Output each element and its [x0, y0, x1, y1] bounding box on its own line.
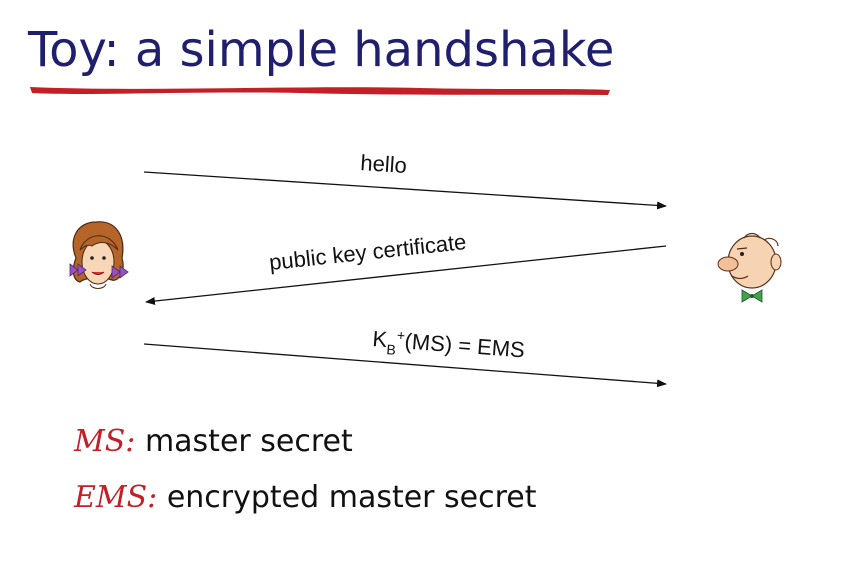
message-label-hello: hello [360, 150, 408, 178]
alice-avatar-icon [69, 221, 129, 289]
definition-term-ms: MS: [74, 424, 136, 459]
slide-title: Toy: a simple handshake [28, 22, 615, 78]
ems-label-base: K [372, 326, 389, 352]
definition-term-ems: EMS: [74, 480, 158, 515]
message-label-certificate: public key certificate [268, 229, 468, 275]
definition-ms: MS: master secret [74, 424, 353, 459]
definition-text-ems: encrypted master secret [166, 480, 537, 515]
message-arrow-hello [143, 171, 667, 210]
ems-label-rest: (MS) = EMS [404, 328, 526, 362]
ems-label-superscript: + [396, 327, 405, 344]
message-label-ems: KB+(MS) = EMS [371, 325, 526, 367]
message-arrow-certificate [145, 245, 667, 306]
bob-avatar-icon [717, 232, 782, 303]
ems-label-subscript: B [386, 341, 397, 358]
message-arrow-ems [143, 343, 667, 388]
definition-text-ms: master secret [144, 424, 353, 459]
definition-ems: EMS: encrypted master secret [74, 480, 537, 515]
title-underline [30, 87, 610, 95]
